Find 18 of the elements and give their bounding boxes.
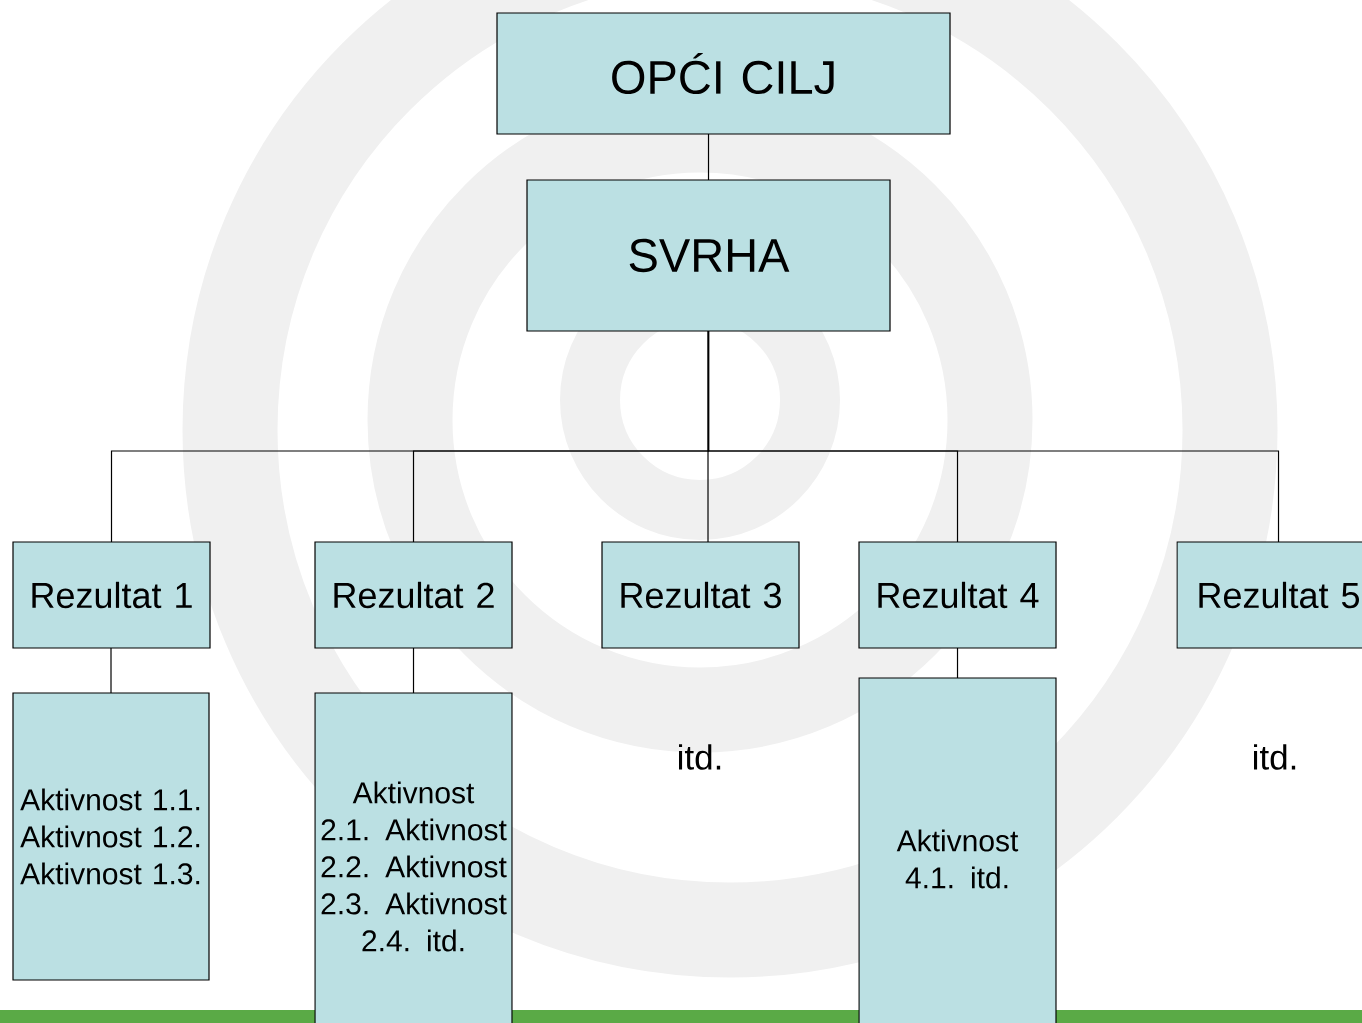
- connector-line: [110, 647, 112, 694]
- connector-line: [707, 133, 710, 181]
- connector-line: [707, 330, 709, 543]
- result-box: Rezultat 2: [314, 541, 513, 649]
- connector-line: [956, 647, 959, 679]
- goal-box: OPĆI CILJ: [496, 12, 951, 135]
- activity-list-box: Aktivnost 4.1. itd.: [858, 677, 1057, 1023]
- result-box: Rezultat 5: [1176, 541, 1362, 649]
- note-text: itd.: [1254, 744, 1296, 770]
- connector-line: [412, 647, 415, 694]
- connector-line: [707, 330, 1280, 543]
- result-box: Rezultat 1: [12, 541, 211, 649]
- note-text: itd.: [679, 744, 721, 770]
- activity-list-box: Aktivnost 2.1. Aktivnost 2.2. Aktivnost 2.3. Aktivnost 2.4. itd.: [314, 692, 513, 1023]
- result-box: Rezultat 3: [601, 541, 800, 649]
- activity-list-box: Aktivnost 1.1. Aktivnost 1.2. Aktivnost 1.3.: [12, 692, 210, 981]
- goal-box: SVRHA: [526, 179, 891, 332]
- result-box: Rezultat 4: [858, 541, 1057, 649]
